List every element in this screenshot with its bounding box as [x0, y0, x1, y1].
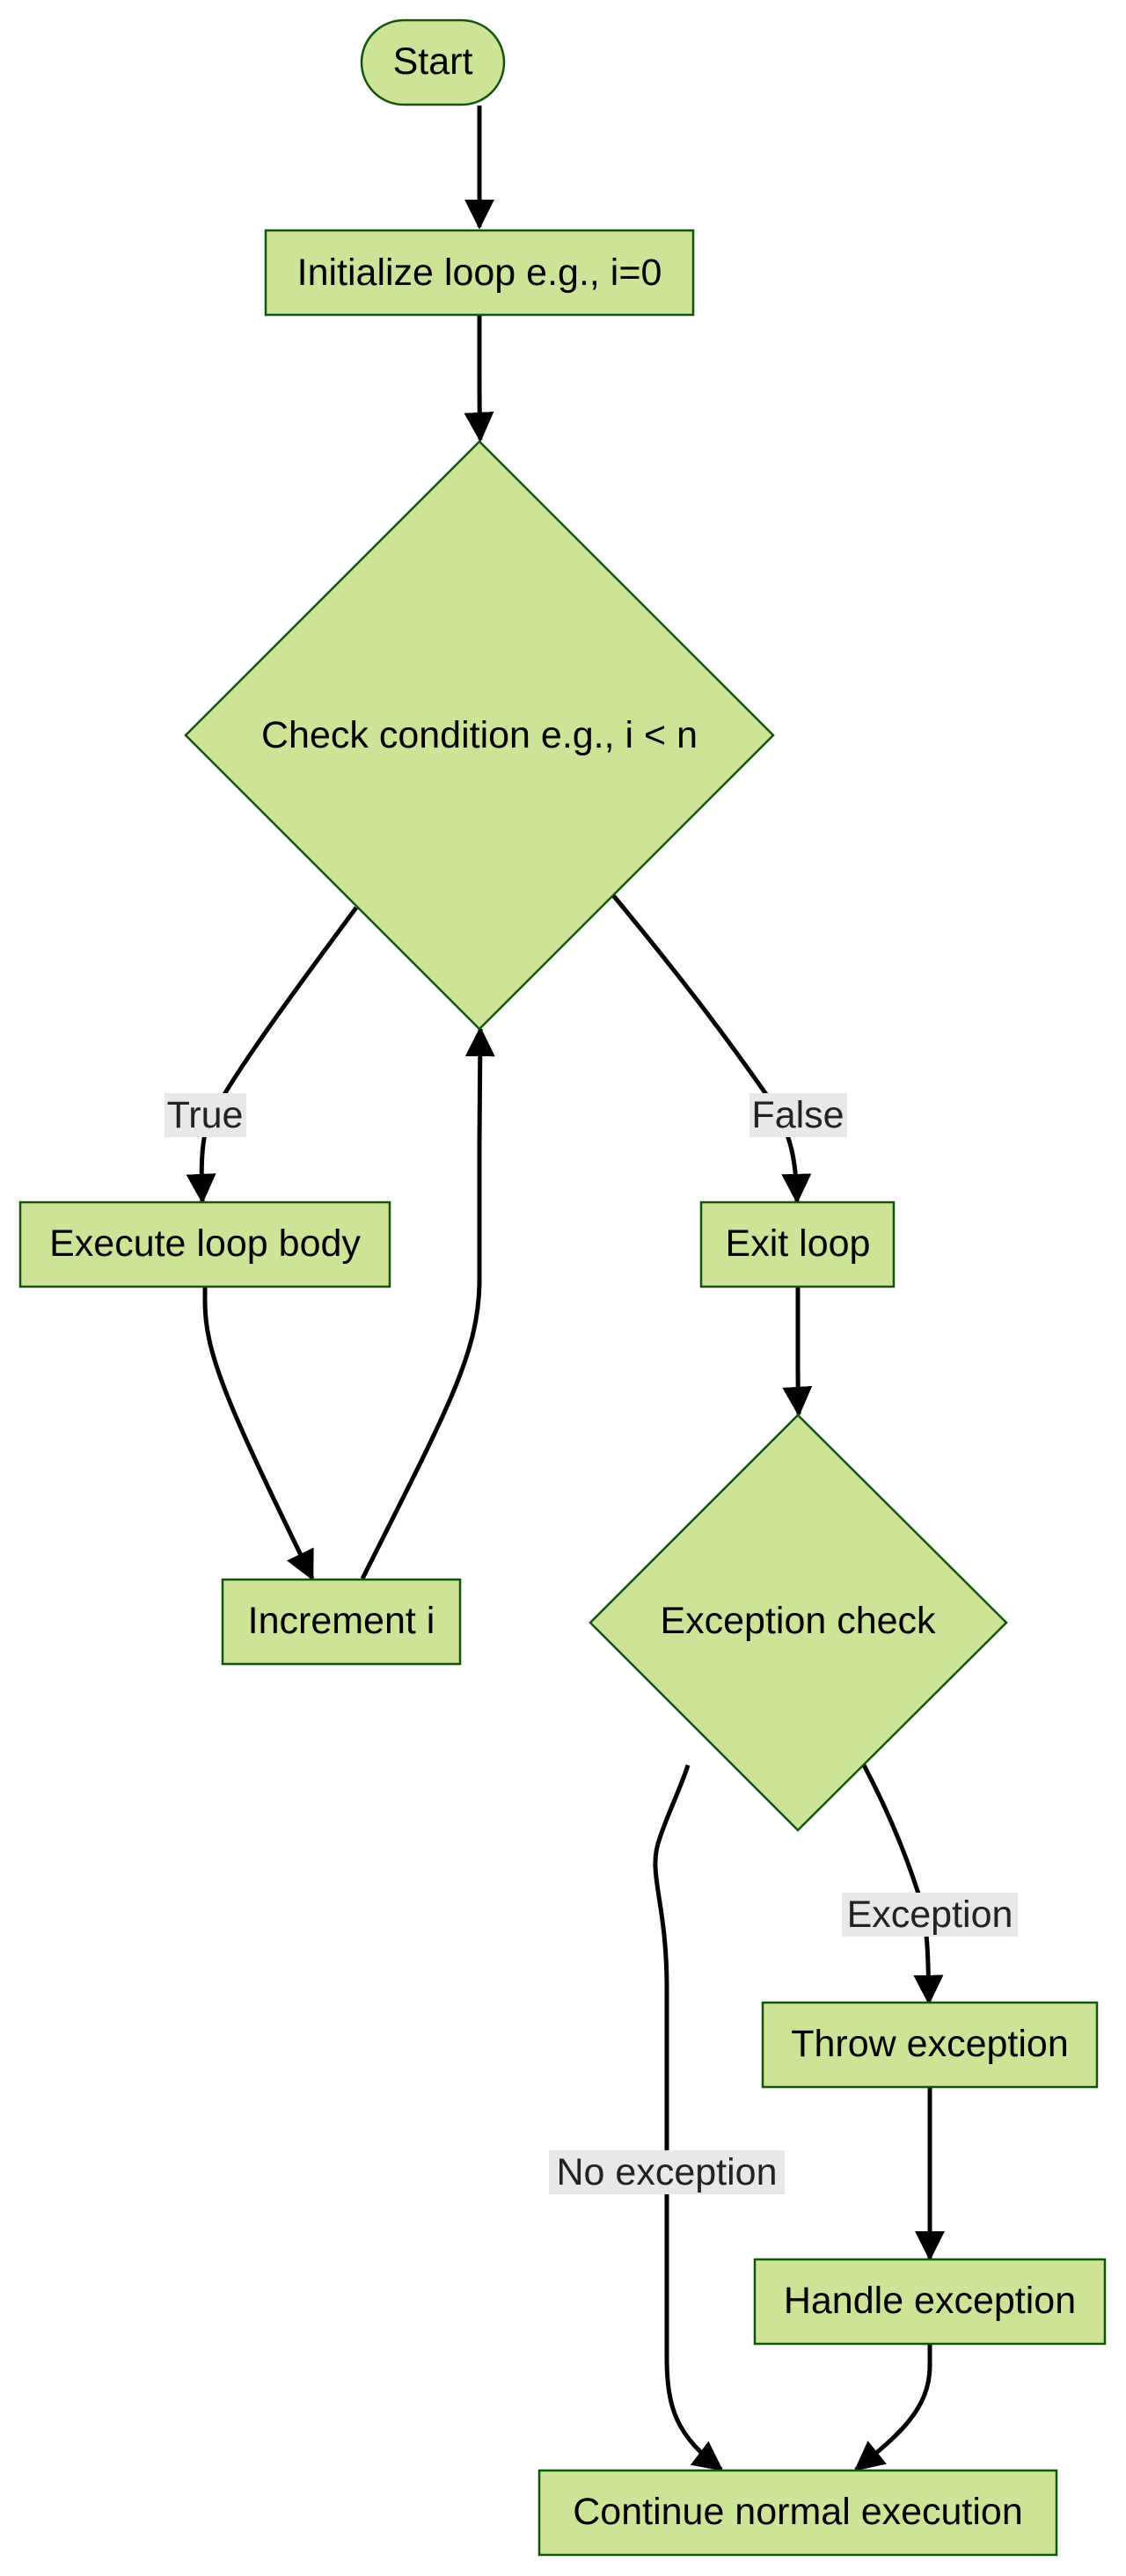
- node-handle: Handle exception: [753, 2258, 1107, 2346]
- edge-label-false-bg: [749, 1093, 847, 1137]
- increment-label: Increment i: [248, 1600, 435, 1642]
- exit-label: Exit loop: [726, 1222, 871, 1265]
- body-label: Execute loop body: [49, 1222, 361, 1265]
- edge-check-to-exit: [611, 894, 812, 1204]
- handle-label: Handle exception: [784, 2280, 1076, 2322]
- exit-process-shape: [699, 1200, 896, 1288]
- edge-exit-to-exception-check: [782, 1287, 813, 1417]
- edge-increment-to-check: [360, 1026, 495, 1580]
- body-process-shape: [18, 1200, 391, 1288]
- edge-label-no-exception-text: No exception: [557, 2151, 778, 2193]
- check-label: Check condition e.g., i < n: [261, 714, 698, 756]
- continue-label: Continue normal execution: [573, 2491, 1023, 2533]
- edge-label-true-text: True: [167, 1094, 244, 1136]
- init-label: Initialize loop e.g., i=0: [297, 252, 662, 294]
- node-exit: Exit loop: [699, 1200, 896, 1288]
- exception-check-label: Exception check: [660, 1600, 936, 1642]
- node-exception-check: Exception check: [589, 1413, 1008, 1832]
- edge-label-exception-bg: [842, 1893, 1018, 1937]
- exception-check-decision-shape: [589, 1413, 1008, 1832]
- increment-process-shape: [221, 1578, 462, 1666]
- continue-process-shape: [537, 2469, 1058, 2557]
- edge-handle-to-continue: [853, 2344, 932, 2471]
- node-check: Check condition e.g., i < n: [184, 440, 775, 1031]
- node-continue: Continue normal execution: [537, 2469, 1058, 2557]
- edge-label-true-bg: [165, 1093, 246, 1137]
- edge-label-false: False: [749, 1093, 847, 1137]
- throw-label: Throw exception: [791, 2023, 1069, 2065]
- node-body: Execute loop body: [18, 1200, 391, 1288]
- start-label: Start: [393, 40, 473, 83]
- edge-label-no-exception-bg: [549, 2150, 785, 2194]
- start-terminal-shape: [360, 18, 506, 106]
- edge-label-exception: Exception: [842, 1893, 1018, 1937]
- edge-check-to-body: [186, 906, 359, 1204]
- edge-labels: True False Exception No exception: [165, 1093, 1018, 2194]
- node-init: Initialize loop e.g., i=0: [264, 229, 695, 317]
- handle-process-shape: [753, 2258, 1107, 2346]
- edge-exception-check-to-throw: [861, 1763, 944, 2005]
- edge-exception-check-to-continue: [653, 1764, 724, 2471]
- init-process-shape: [264, 229, 695, 317]
- edge-label-false-text: False: [751, 1094, 844, 1136]
- node-start: Start: [360, 18, 506, 106]
- node-throw: Throw exception: [761, 2001, 1099, 2089]
- throw-process-shape: [761, 2001, 1099, 2089]
- edge-init-to-check: [464, 315, 494, 442]
- edge-label-true: True: [165, 1093, 246, 1137]
- edge-label-no-exception: No exception: [549, 2150, 785, 2194]
- edge-body-to-increment: [202, 1287, 315, 1581]
- check-decision-shape: [184, 440, 775, 1031]
- edge-label-exception-text: Exception: [847, 1894, 1013, 1936]
- nodes: Start Initialize loop e.g., i=0 Check co…: [18, 18, 1107, 2557]
- node-increment: Increment i: [221, 1578, 462, 1666]
